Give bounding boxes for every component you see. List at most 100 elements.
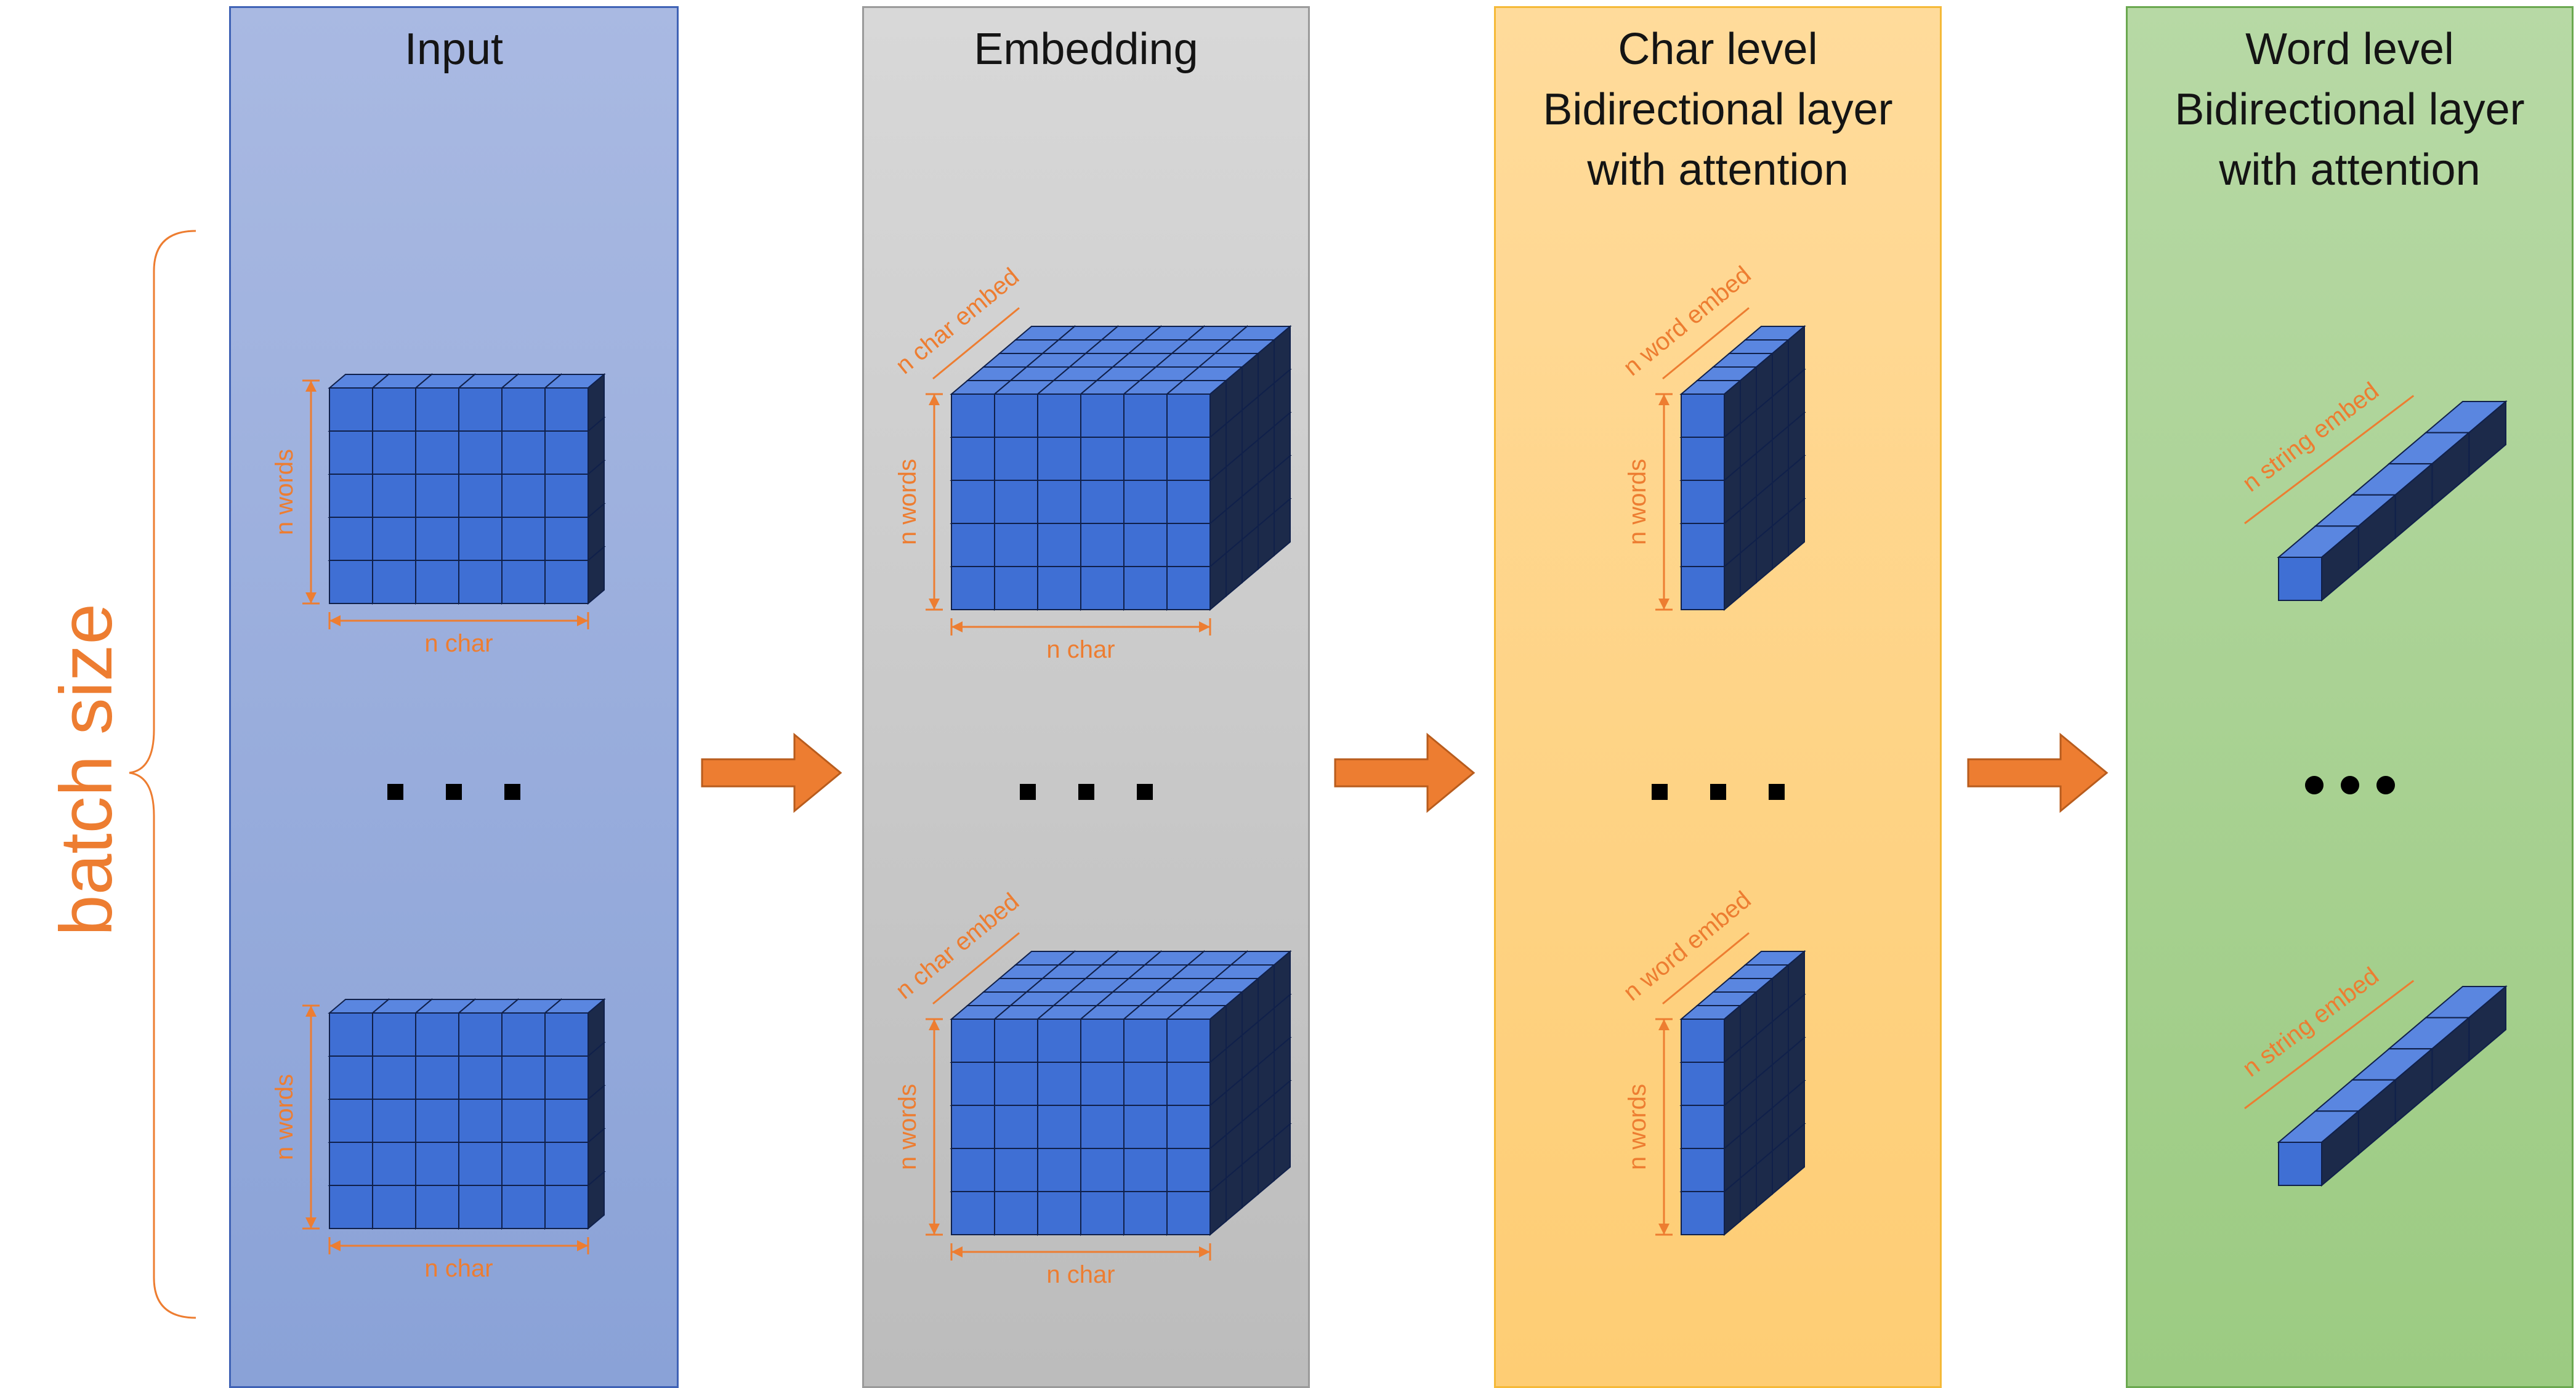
- cube-front-face: [329, 387, 373, 432]
- cube-front-face: [372, 517, 416, 561]
- cube-front-face: [951, 1062, 995, 1106]
- cube-front-face: [1080, 437, 1124, 481]
- embedding-block: [950, 950, 1292, 1237]
- dim-label: n char: [424, 630, 493, 657]
- ellipsis-dot: [446, 784, 462, 800]
- cube-front-face: [994, 523, 1038, 567]
- cube-front-face: [1080, 1105, 1124, 1149]
- dim-label: n string embed: [2237, 377, 2384, 498]
- ellipsis-dot: [1652, 784, 1668, 800]
- cube-front-face: [501, 430, 546, 475]
- cube-front-face: [951, 1148, 995, 1192]
- dim-n-char: n char: [328, 1237, 589, 1282]
- cube-front-face: [544, 1142, 589, 1186]
- panel-title: Embedding: [974, 25, 1198, 74]
- ellipsis-dot: [2376, 776, 2395, 794]
- cube-front-face: [1037, 1105, 1081, 1149]
- cube-front-face: [1037, 523, 1081, 567]
- cube-front-face: [1080, 1191, 1124, 1235]
- char-level-block: [1679, 950, 1806, 1237]
- cube-front-face: [1681, 437, 1725, 481]
- cube-front-face: [458, 387, 503, 432]
- cube-front-face: [544, 1185, 589, 1229]
- cube-front-face: [1123, 1148, 1168, 1192]
- cube-front-face: [372, 474, 416, 518]
- cube-front-face: [1123, 566, 1168, 610]
- dim-line: [932, 932, 1020, 1005]
- cube-front-face: [544, 1099, 589, 1143]
- cube-front-face: [994, 1062, 1038, 1106]
- cube-front-face: [544, 517, 589, 561]
- cube-front-face: [1080, 393, 1124, 438]
- dim-n-words: n words: [271, 379, 320, 605]
- cube-front-face: [544, 387, 589, 432]
- cube-front-face: [1080, 566, 1124, 610]
- dim-label: n words: [271, 449, 298, 535]
- cube-front-face: [1166, 1019, 1211, 1063]
- dim-arrowhead: [577, 1240, 588, 1251]
- cube-front-face: [329, 517, 373, 561]
- dim-label: n char: [424, 1255, 493, 1282]
- cube-front-face: [415, 1012, 459, 1057]
- cube-front-face: [951, 437, 995, 481]
- dim-n-words: n words: [1624, 393, 1673, 611]
- panel-title: Word level Bidirectional layer with atte…: [2174, 25, 2525, 195]
- ellipsis: [2305, 776, 2395, 794]
- cube-front-face: [1123, 437, 1168, 481]
- cube-front-face: [1037, 437, 1081, 481]
- cube-front-face: [1681, 1105, 1725, 1149]
- cube-front-face: [1123, 480, 1168, 524]
- cube-front-face: [951, 480, 995, 524]
- cube-front-face: [1080, 480, 1124, 524]
- cube-front-face: [501, 1012, 546, 1057]
- cube-front-face: [501, 387, 546, 432]
- cube-front-face: [1681, 566, 1725, 610]
- cube-front-face: [501, 560, 546, 604]
- dim-line: [1662, 307, 1750, 380]
- ellipsis-dot: [504, 784, 520, 800]
- ellipsis-dot: [1769, 784, 1785, 800]
- char-level-block: [1679, 325, 1806, 611]
- cube-front-face: [994, 437, 1038, 481]
- ellipsis-dot: [1710, 784, 1726, 800]
- dim-n-char: n char: [950, 1243, 1211, 1288]
- cube-front-face: [1681, 1148, 1725, 1192]
- cube-front-face: [415, 560, 459, 604]
- cube-front-face: [1681, 1019, 1725, 1063]
- cube-front-face: [458, 1099, 503, 1143]
- ellipsis: [1020, 784, 1153, 800]
- cube-front-face: [951, 566, 995, 610]
- cube-front-face: [1166, 1191, 1211, 1235]
- dim-label: n char: [1046, 636, 1115, 663]
- dim-arrowhead: [929, 599, 940, 610]
- cube-front-face: [372, 1142, 416, 1186]
- cube-front-face: [994, 1148, 1038, 1192]
- cube-front-face: [1037, 1191, 1081, 1235]
- cube-front-face: [372, 387, 416, 432]
- dim-arrowhead: [1658, 599, 1670, 610]
- dim-line: [2244, 980, 2415, 1110]
- cube-front-face: [1123, 1105, 1168, 1149]
- cube-front-face: [1123, 1062, 1168, 1106]
- cube-front-face: [1037, 1062, 1081, 1106]
- cube-front-face: [1166, 566, 1211, 610]
- cube-front-face: [501, 1142, 546, 1186]
- cube-front-face: [1037, 1148, 1081, 1192]
- ellipsis-dot: [1020, 784, 1036, 800]
- cube-front-face: [544, 560, 589, 604]
- dim-label: n words: [894, 459, 921, 545]
- cube-front-face: [994, 566, 1038, 610]
- cube-front-face: [415, 387, 459, 432]
- input-block: [328, 373, 606, 605]
- dim-arrowhead: [929, 394, 940, 405]
- dim-arrowhead: [929, 1019, 940, 1030]
- cube-front-face: [1123, 1191, 1168, 1235]
- cube-front-face: [1080, 1019, 1124, 1063]
- cube-front-face: [458, 1142, 503, 1186]
- dim-arrowhead: [305, 592, 317, 603]
- ellipsis: [1652, 784, 1785, 800]
- cube-front-face: [994, 480, 1038, 524]
- cube-front-face: [329, 560, 373, 604]
